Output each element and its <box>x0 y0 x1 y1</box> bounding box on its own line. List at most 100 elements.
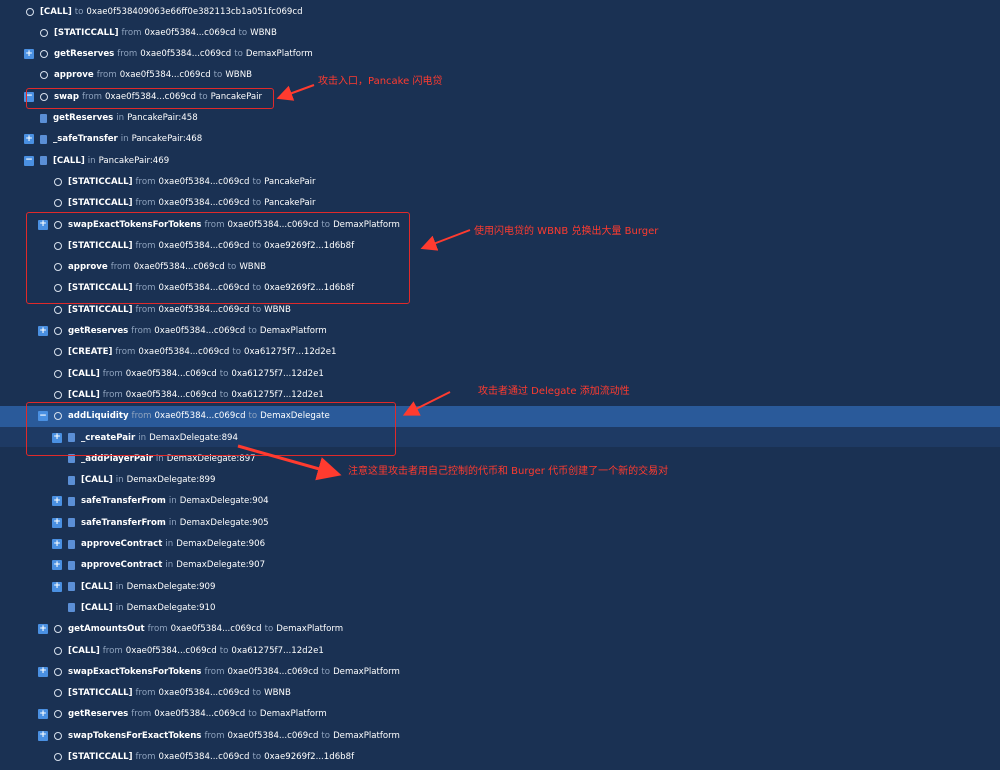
document-icon <box>68 560 75 570</box>
collapse-toggle-icon[interactable]: − <box>38 410 48 422</box>
expand-toggle-icon[interactable]: + <box>38 325 48 336</box>
collapse-toggle-icon[interactable]: − <box>24 91 34 102</box>
call-node-icon <box>54 263 62 272</box>
expand-toggle-icon[interactable]: + <box>38 623 48 635</box>
caller-address: 0xae0f5384...c069cd <box>144 27 236 38</box>
document-icon <box>68 518 75 528</box>
caller-address: 0xae0f5384...c069cd <box>158 752 250 762</box>
call-node-icon <box>54 753 62 761</box>
target-address: DemaxPlatform <box>333 219 400 230</box>
caller-address: 0xae0f5384...c069cd <box>140 49 232 60</box>
target-address: WBNB <box>264 688 291 699</box>
call-keyword-to: to <box>248 709 257 720</box>
function-name: getReserves <box>53 113 114 123</box>
caller-address: DemaxDelegate:906 <box>176 539 266 549</box>
function-name: [CALL] <box>68 645 100 656</box>
call-keyword: from <box>102 645 123 656</box>
expand-toggle-icon[interactable]: + <box>38 219 48 230</box>
expand-toggle-icon[interactable]: + <box>52 559 62 571</box>
target-address: 0xa61275f7...12d2e1 <box>231 645 324 656</box>
call-keyword-to: to <box>252 752 262 762</box>
expand-toggle-icon[interactable]: + <box>52 495 62 507</box>
function-name: getReserves <box>68 709 129 720</box>
call-keyword: in <box>115 475 124 486</box>
call-node-icon <box>54 625 62 634</box>
call-keyword-to: to <box>234 49 243 60</box>
expand-toggle-icon[interactable]: + <box>24 133 34 145</box>
expand-toggle-icon[interactable]: + <box>38 730 48 741</box>
expand-toggle-icon[interactable]: + <box>52 581 62 592</box>
function-name: [CALL] <box>81 475 113 486</box>
target-address: WBNB <box>225 70 253 81</box>
function-name: swapExactTokensForTokens <box>68 666 202 677</box>
function-name: [CALL] <box>53 155 85 166</box>
expand-toggle-icon[interactable]: + <box>24 48 34 60</box>
caller-address: DemaxDelegate:910 <box>126 602 216 613</box>
function-name: [STATICCALL] <box>68 176 133 187</box>
call-node-icon <box>54 348 62 357</box>
function-name: [STATICCALL] <box>68 240 133 251</box>
function-name: getReserves <box>68 326 129 336</box>
call-keyword: from <box>135 176 156 187</box>
target-address: 0xa61275f7...12d2e1 <box>231 368 324 379</box>
annotation-create-pair: 注意这里攻击者用自己控制的代币和 Burger 代币创建了一个新的交易对 <box>348 466 669 477</box>
expand-toggle-icon[interactable]: + <box>38 708 48 720</box>
call-keyword-to: to <box>321 730 331 741</box>
expand-toggle-icon[interactable]: + <box>52 432 62 443</box>
expand-toggle-icon[interactable]: + <box>52 517 62 528</box>
call-keyword: from <box>102 368 123 379</box>
call-keyword: from <box>131 326 152 336</box>
annotation-box-swap <box>26 88 274 109</box>
caller-address: 0xae0f5384...c069cd <box>105 91 196 102</box>
call-keyword: in <box>168 517 177 528</box>
caller-address: 0xae0f5384...c069cd <box>138 347 230 358</box>
call-keyword-to: to <box>321 666 331 677</box>
call-keyword: in <box>165 539 174 549</box>
call-node-icon <box>54 646 62 655</box>
collapse-toggle-icon[interactable]: − <box>24 155 34 166</box>
function-name: [STATICCALL] <box>68 198 133 209</box>
function-name: approveContract <box>81 539 163 549</box>
caller-address: 0xae0f5384...c069cd <box>125 645 217 656</box>
expand-toggle-icon[interactable]: + <box>38 666 48 677</box>
function-name: [CALL] <box>68 368 100 379</box>
expand-toggle-icon[interactable]: + <box>52 538 62 549</box>
